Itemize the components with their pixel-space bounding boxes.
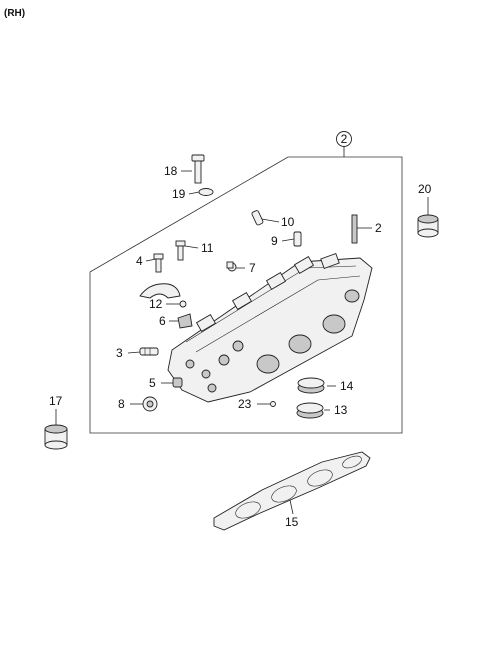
part-13-ring-icon [296, 402, 324, 419]
callout-7[interactable]: 7 [249, 261, 256, 275]
callout-8[interactable]: 8 [118, 397, 125, 411]
part-17-cylinder-icon [44, 424, 68, 450]
part-6-seal-icon [177, 313, 193, 329]
part-3-sleeve-icon [139, 347, 159, 356]
callout-4[interactable]: 4 [136, 254, 143, 268]
part-10-pin-icon [251, 210, 264, 226]
callout-10[interactable]: 10 [281, 215, 295, 229]
assembly-boundary [89, 156, 403, 434]
cylinder-head [167, 252, 373, 403]
callout-20[interactable]: 20 [418, 182, 432, 196]
callout-3[interactable]: 3 [116, 346, 123, 360]
callout-12[interactable]: 12 [149, 297, 163, 311]
callout-19[interactable]: 19 [172, 187, 186, 201]
part-8-seal-icon [142, 396, 158, 412]
cam-cap-icon [139, 283, 181, 299]
svg-text:2: 2 [341, 132, 348, 146]
part-19-washer-icon [198, 188, 214, 196]
part-23-plug-icon [270, 401, 276, 407]
callout-9[interactable]: 9 [271, 234, 278, 248]
part-2-stud-icon [351, 214, 358, 244]
part-18-bolt-icon [191, 154, 205, 184]
part-7-plug-icon [226, 261, 237, 272]
leader-lines [55, 170, 429, 515]
assembly-callout[interactable]: 2 [336, 131, 352, 158]
callout-15[interactable]: 15 [285, 515, 299, 529]
callout-18[interactable]: 18 [164, 164, 178, 178]
part-9-guide-icon [293, 231, 302, 247]
part-4-bolt-icon [153, 253, 164, 273]
head-gasket [213, 451, 371, 531]
part-5-plug-icon [172, 377, 183, 388]
side-indicator: (RH) [4, 8, 25, 19]
part-20-cylinder-icon [417, 214, 439, 238]
callout-23[interactable]: 23 [238, 397, 252, 411]
callout-2[interactable]: 2 [375, 221, 382, 235]
callout-11[interactable]: 11 [201, 241, 214, 255]
part-12-plug-icon [179, 300, 187, 308]
part-14-ring-icon [297, 377, 325, 394]
part-11-bolt-icon [175, 240, 186, 261]
callout-14[interactable]: 14 [340, 379, 354, 393]
callout-6[interactable]: 6 [159, 314, 166, 328]
callout-13[interactable]: 13 [334, 403, 348, 417]
callout-5[interactable]: 5 [149, 376, 156, 390]
callout-17[interactable]: 17 [49, 394, 63, 408]
